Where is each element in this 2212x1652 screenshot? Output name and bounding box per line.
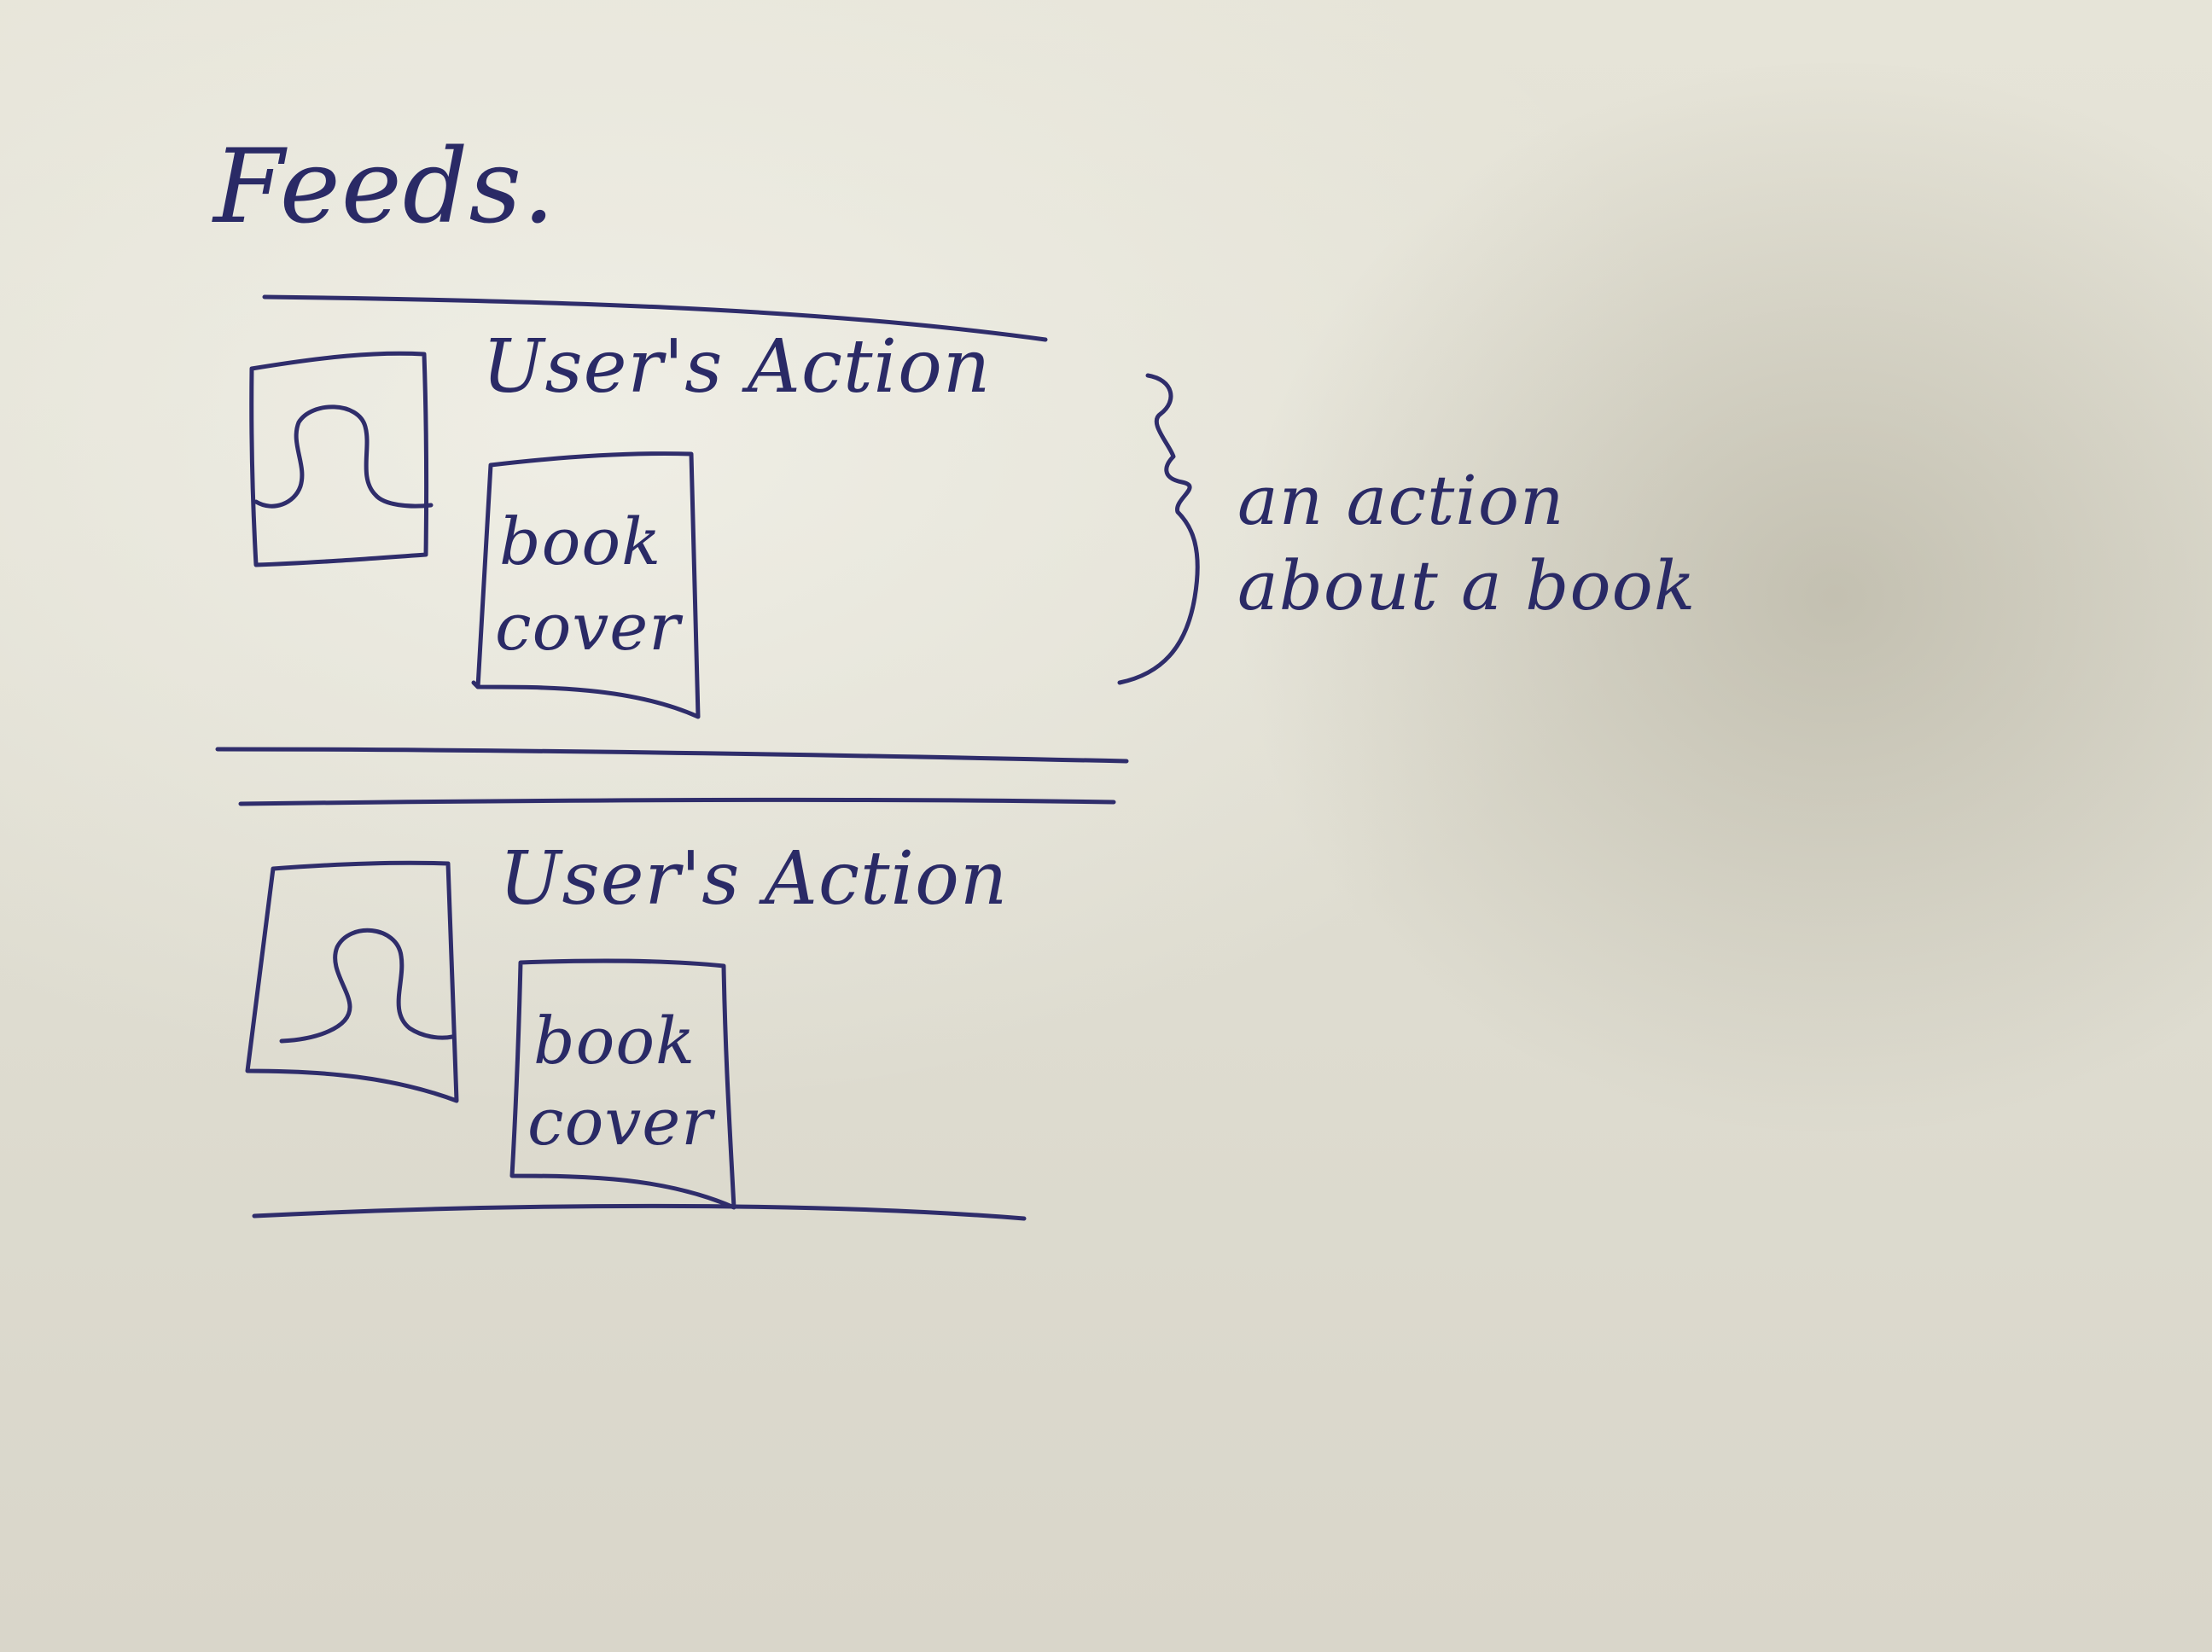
user-silhouette-icon bbox=[253, 404, 434, 509]
user-silhouette-icon bbox=[279, 928, 455, 1044]
feed-item-2-top-divider bbox=[238, 797, 1116, 806]
feed-item-2-cover-label-line1: book bbox=[533, 1003, 696, 1079]
annotation-brace bbox=[1117, 373, 1200, 685]
feed-item-1-book-cover-box bbox=[475, 451, 701, 719]
feed-item-1-action-label: User's Action bbox=[482, 324, 992, 410]
feed-item-1-avatar-box bbox=[249, 351, 429, 567]
annotation-line2: about a book bbox=[1237, 546, 1697, 625]
annotation-line1: an action bbox=[1237, 461, 1565, 540]
feed-item-1-top-divider bbox=[262, 294, 1048, 342]
feed-item-2-avatar-box bbox=[245, 860, 459, 1103]
feed-item-1-cover-label-line1: book bbox=[499, 503, 662, 579]
feed-item-2-cover-label-line2: cover bbox=[527, 1084, 713, 1160]
page-title: Feeds. bbox=[213, 128, 556, 247]
feed-item-1-cover-label-line2: cover bbox=[495, 589, 681, 665]
feed-item-2-action-label: User's Action bbox=[499, 836, 1009, 922]
feed-item-1-bottom-divider bbox=[215, 747, 1129, 764]
feed-item-2-bottom-divider bbox=[252, 1203, 1027, 1221]
